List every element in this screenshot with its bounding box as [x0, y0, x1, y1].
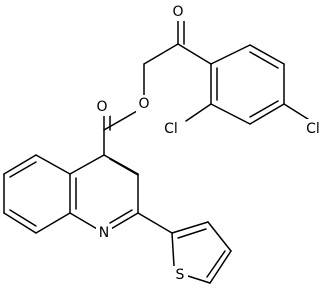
atom-s-thiophene: S: [176, 267, 185, 283]
bond-phenyl-2-inner: [249, 51, 279, 69]
atom-labels: O O O Cl Cl N S: [94, 3, 327, 284]
atom-o-ketone: O: [172, 4, 183, 20]
bond-benzo-5: [35, 212, 71, 234]
cl-ortho-bg: [158, 119, 185, 137]
bond-phenyl-2: [249, 44, 285, 65]
o-ester-ether-bg: [136, 95, 152, 113]
n-quinoline-bg: [96, 224, 112, 242]
bond-thio-4: [187, 275, 211, 284]
atom-cl-para: Cl: [306, 121, 320, 137]
bond-thio-2: [207, 221, 232, 252]
bond-quin-3-inner: [109, 209, 133, 224]
bond-thio-3: [209, 250, 232, 284]
bond-phenyl-4-inner: [249, 100, 279, 118]
bond-quin-6: [69, 154, 105, 175]
bond-thio-5: [171, 232, 175, 267]
bond-phenyl-4: [249, 103, 285, 125]
atom-o-ester-ether: O: [138, 96, 149, 112]
s-thiophene-bg: [172, 266, 188, 284]
bond-phenyl-cl-ortho: [185, 103, 212, 122]
bond-benzo-1: [35, 154, 71, 175]
o-ester-carbonyl-bg: [94, 98, 110, 116]
bonds: [3, 17, 312, 284]
bond-benzo-2: [3, 154, 37, 175]
bond-chain-1: [177, 43, 212, 65]
bond-quin-thiophene: [137, 212, 173, 234]
atom-o-ester-carbonyl: O: [96, 99, 107, 115]
bond-benzo-4-inner: [9, 209, 37, 227]
bond-phenyl-1: [210, 44, 251, 65]
bond-thio-3-inner: [206, 250, 226, 278]
cl-para-bg: [300, 119, 327, 137]
bond-quin-1-inner: [109, 158, 139, 176]
bond-thio-1: [171, 221, 209, 234]
bond-thio-1-inner: [177, 228, 207, 239]
bond-phenyl-5: [210, 103, 251, 125]
atom-cl-ortho: Cl: [164, 121, 178, 137]
atom-n-quinoline: N: [99, 225, 109, 241]
bond-chain-2: [143, 43, 179, 65]
bond-benzo-2-inner: [9, 161, 37, 178]
bond-phenyl-cl-para: [283, 103, 312, 122]
o-ketone-bg: [170, 3, 186, 21]
bond-benzo-4: [3, 212, 37, 234]
